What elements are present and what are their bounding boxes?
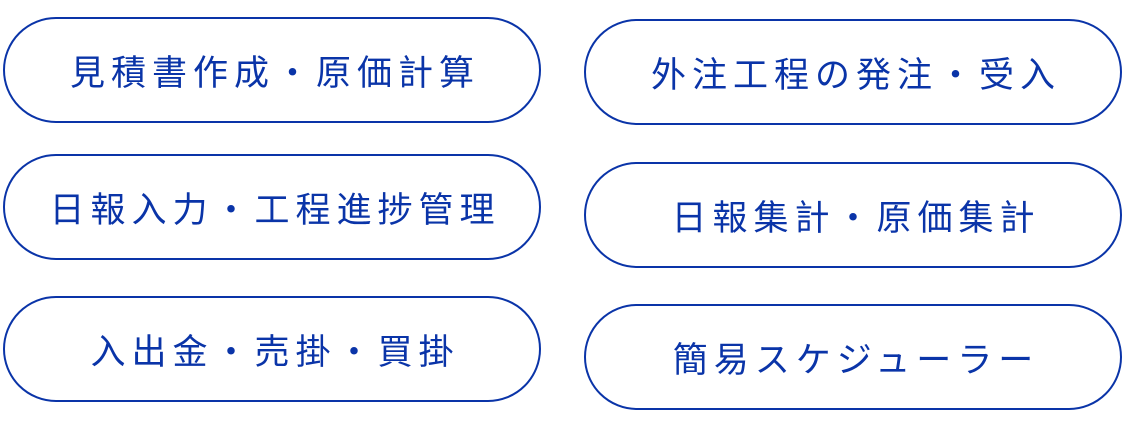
simple-scheduler-button[interactable]: 簡易スケジューラー bbox=[584, 304, 1122, 410]
button-label: 日報入力・工程進捗管理 bbox=[49, 190, 501, 231]
payments-receivables-button[interactable]: 入出金・売掛・買掛 bbox=[3, 296, 541, 402]
button-label: 簡易スケジューラー bbox=[672, 340, 1040, 381]
button-label: 入出金・売掛・買掛 bbox=[90, 332, 460, 373]
button-label: 外注工程の発注・受入 bbox=[650, 55, 1061, 96]
report-cost-aggregation-button[interactable]: 日報集計・原価集計 bbox=[584, 162, 1122, 268]
button-label: 見積書作成・原価計算 bbox=[69, 53, 480, 94]
outsourcing-order-button[interactable]: 外注工程の発注・受入 bbox=[584, 19, 1122, 125]
estimate-costing-button[interactable]: 見積書作成・原価計算 bbox=[3, 17, 541, 123]
daily-report-progress-button[interactable]: 日報入力・工程進捗管理 bbox=[3, 154, 541, 260]
button-label: 日報集計・原価集計 bbox=[671, 198, 1041, 239]
